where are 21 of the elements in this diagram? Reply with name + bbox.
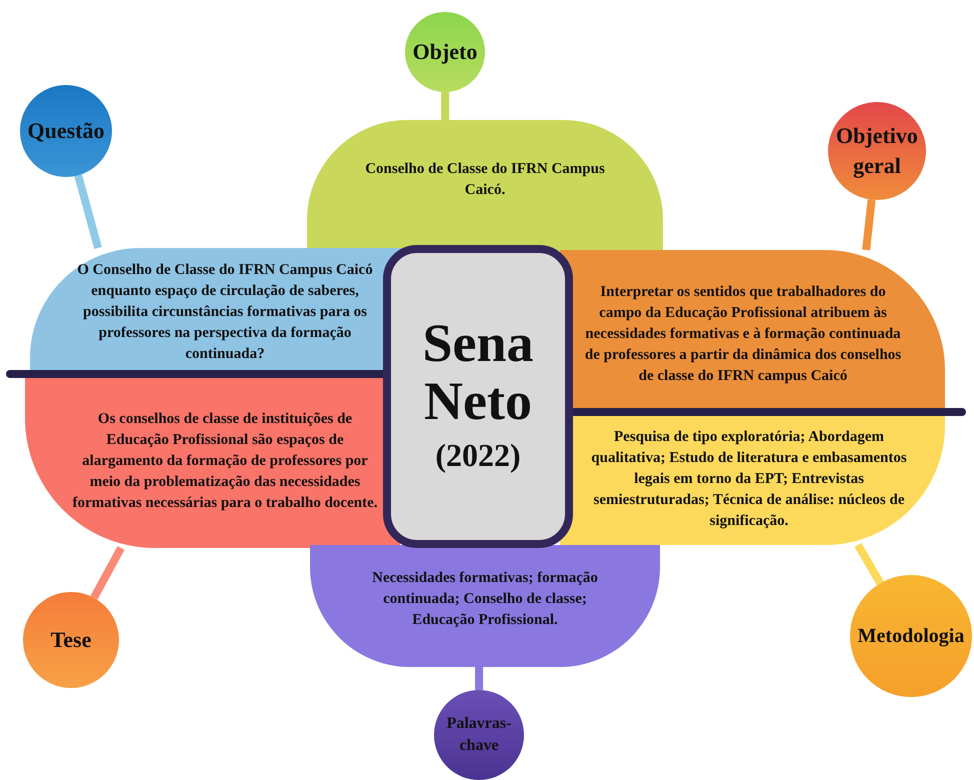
topic-label: Objeto bbox=[412, 38, 478, 66]
panel-text: Pesquisa de tipo exploratória; Abordagem qualitativa; Estudo de literatura e embasamentos legais em torno da EPT; Entrevistas semiestruturadas; Técnica de análise: núcleos de significação. bbox=[590, 428, 908, 530]
connector-line bbox=[862, 199, 876, 250]
connector-line bbox=[441, 92, 450, 120]
panel-text: Conselho de Classe do IFRN Campus Caicó. bbox=[365, 160, 605, 200]
connector-line bbox=[475, 667, 484, 690]
connector-line bbox=[74, 174, 102, 250]
topic-label: Metodologia bbox=[856, 624, 966, 648]
topic-label: Questão bbox=[26, 117, 106, 146]
panel-text: Interpretar os sentidos que trabalhadores do campo da Educação Profissional atribuem às necessidades formativas e à formação continuada de professores a partir da dinâmica dos conselhos de classe do IFRN campus Caicó bbox=[584, 282, 902, 386]
author-name: Sena Neto bbox=[421, 314, 535, 430]
panel-text: Necessidades formativas; formação continuada; Conselho de classe; Educação Profissional. bbox=[371, 568, 599, 630]
topic-label: Objetivo geral bbox=[835, 122, 919, 180]
panel-text: O Conselho de Classe do IFRN Campus Caicó enquanto espaço de circulação de saberes, possibilita circunstâncias formativas para os professores na perspectiva da formação continuada? bbox=[76, 260, 374, 364]
connector-line bbox=[90, 546, 125, 600]
year-label: (2022) bbox=[435, 436, 521, 475]
panel-text: Os conselhos de classe de instituições de Educação Profissional são espaços de alargamento da formação de professores por meio da problematização das necessidades formativas necessárias para o trabalho docente. bbox=[72, 410, 378, 512]
topic-label: Palavras-chave bbox=[446, 714, 512, 756]
title-card bbox=[383, 245, 573, 548]
connector-line bbox=[854, 542, 884, 586]
topic-label: Tese bbox=[50, 626, 92, 654]
